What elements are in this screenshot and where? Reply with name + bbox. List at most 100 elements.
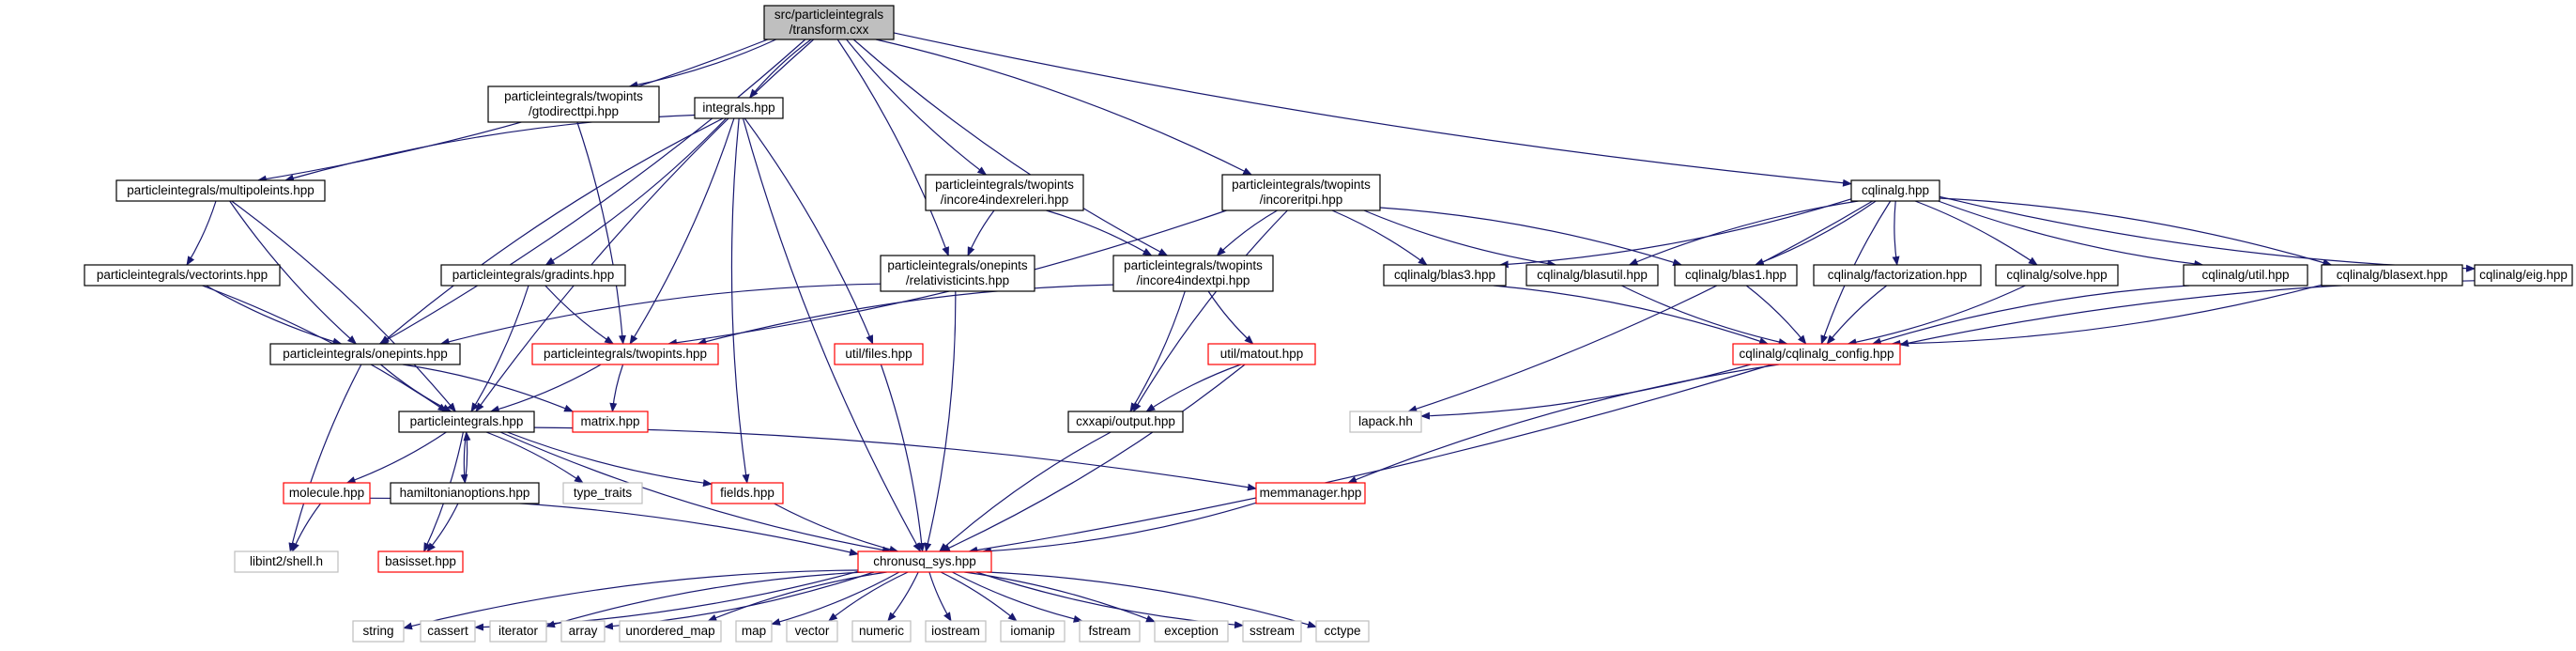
edge-cqlinalg-to-blasext <box>1939 197 2333 267</box>
edge-gradints-to-pihpp <box>470 285 529 412</box>
node-numeric-label: numeric <box>859 624 904 638</box>
node-onepints[interactable]: particleintegrals/onepints.hpp <box>269 343 461 365</box>
node-factorization[interactable]: cqlinalg/factorization.hpp <box>1813 264 1982 287</box>
node-multipole[interactable]: particleintegrals/multipoleints.hpp <box>115 179 326 202</box>
node-multipole-label: particleintegrals/multipoleints.hpp <box>127 183 314 197</box>
edge-incoreritpi-to-blas3 <box>1331 209 1428 266</box>
node-integrals[interactable]: integrals.hpp <box>694 97 784 119</box>
node-root[interactable]: src/particleintegrals/transform.cxx <box>763 5 895 40</box>
edge-vectorints-to-onepints <box>206 285 343 346</box>
node-molecule-box <box>283 482 371 504</box>
edge-incore4tpi-to-matout <box>1207 290 1254 345</box>
node-unordered_map-label: unordered_map <box>625 624 714 638</box>
edge-config-to-memmanager <box>1347 364 1779 484</box>
node-incore4rel[interactable]: particleintegrals/twopints/incore4indexr… <box>925 174 1084 211</box>
edge-multipole-to-pihpp <box>231 200 456 412</box>
node-blas1[interactable]: cqlinalg/blas1.hpp <box>1674 264 1798 287</box>
node-twopints[interactable]: particleintegrals/twopints.hpp <box>531 343 719 365</box>
node-molecule[interactable]: molecule.hpp <box>283 482 371 504</box>
node-fstream: fstream <box>1079 620 1141 643</box>
node-gtodirect[interactable]: particleintegrals/twopints/gtodirecttpi.… <box>487 85 660 123</box>
edge-chronusq-to-array <box>604 571 875 630</box>
edge-onepints-to-pihpp <box>380 364 452 412</box>
node-hamiltonian[interactable]: hamiltonianoptions.hpp <box>390 482 540 504</box>
node-fields[interactable]: fields.hpp <box>711 482 784 504</box>
node-gradints-box <box>440 264 626 287</box>
node-iostream-box <box>925 620 987 643</box>
node-basisset-label: basisset.hpp <box>385 554 456 568</box>
node-blas1-box <box>1674 264 1798 287</box>
node-basisset[interactable]: basisset.hpp <box>377 550 464 573</box>
node-cqlinalg[interactable]: cqlinalg.hpp <box>1850 179 1940 202</box>
node-config-box <box>1732 343 1901 365</box>
node-blasutil[interactable]: cqlinalg/blasutil.hpp <box>1526 264 1659 287</box>
edge-hamiltonian-to-pihpp <box>463 431 471 484</box>
node-gradints[interactable]: particleintegrals/gradints.hpp <box>440 264 626 287</box>
edge-pihpp-to-molecule <box>345 431 447 484</box>
node-memmanager-box <box>1255 482 1366 504</box>
node-incore4rel-box <box>925 174 1084 211</box>
node-output-label: cxxapi/output.hpp <box>1076 414 1175 428</box>
node-fstream-label: fstream <box>1088 624 1130 638</box>
edge-root-to-incore4rel <box>846 39 988 176</box>
edge-relints-to-onepints <box>439 283 882 346</box>
node-iomanip-label: iomanip <box>1010 624 1054 638</box>
node-solve[interactable]: cqlinalg/solve.hpp <box>1995 264 2119 287</box>
node-pihpp-label: particleintegrals.hpp <box>410 414 524 428</box>
node-relints[interactable]: particleintegrals/onepints/relativistici… <box>880 255 1035 292</box>
node-blas3[interactable]: cqlinalg/blas3.hpp <box>1383 264 1507 287</box>
node-incore4tpi[interactable]: particleintegrals/twopints/incore4indext… <box>1112 255 1274 292</box>
edge-incore4rel-to-incore4tpi <box>1046 209 1153 256</box>
node-fstream-box <box>1079 620 1141 643</box>
node-blasext[interactable]: cqlinalg/blasext.hpp <box>2321 264 2463 287</box>
node-matout-label: util/matout.hpp <box>1220 347 1304 361</box>
node-util[interactable]: cqlinalg/util.hpp <box>2183 264 2308 287</box>
edge-molecule-to-chronusq <box>369 497 859 556</box>
node-root-label: /transform.cxx <box>790 23 869 37</box>
node-eig[interactable]: cqlinalg/eig.hpp <box>2474 264 2573 287</box>
node-iostream-label: iostream <box>931 624 980 638</box>
edge-root-to-onepints <box>378 39 806 345</box>
edge-chronusq-to-iostream <box>928 571 952 622</box>
node-utilfiles[interactable]: util/files.hpp <box>834 343 924 365</box>
node-fields-label: fields.hpp <box>720 486 774 500</box>
edge-utilfiles-to-chronusq <box>880 364 926 552</box>
node-vectorints[interactable]: particleintegrals/vectorints.hpp <box>84 264 281 287</box>
edge-cqlinalg-to-solve <box>1914 200 2038 266</box>
node-typetraits-box <box>562 482 643 504</box>
node-matrix[interactable]: matrix.hpp <box>572 411 649 433</box>
edge-incoreritpi-to-output <box>1132 209 1288 412</box>
node-numeric-box <box>851 620 912 643</box>
node-exception-label: exception <box>1164 624 1219 638</box>
node-pihpp[interactable]: particleintegrals.hpp <box>398 411 535 433</box>
edge-chronusq-to-string <box>403 569 859 630</box>
node-string-label: string <box>362 624 393 638</box>
node-incoreritpi-box <box>1221 174 1381 211</box>
node-iostream: iostream <box>925 620 987 643</box>
node-iterator-box <box>489 620 547 643</box>
node-relints-label: /relativisticints.hpp <box>906 273 1009 287</box>
edge-pihpp-to-memmanager <box>533 426 1257 491</box>
edge-onepints-to-libint <box>288 364 362 552</box>
edge-root-to-incore4tpi <box>852 39 1169 256</box>
node-config[interactable]: cqlinalg/cqlinalg_config.hpp <box>1732 343 1901 365</box>
node-output[interactable]: cxxapi/output.hpp <box>1067 411 1184 433</box>
node-solve-label: cqlinalg/solve.hpp <box>2006 268 2107 282</box>
node-unordered_map-box <box>619 620 722 643</box>
node-gtodirect-label: /gtodirecttpi.hpp <box>529 104 619 118</box>
node-util-box <box>2183 264 2308 287</box>
node-memmanager[interactable]: memmanager.hpp <box>1255 482 1366 504</box>
edge-integrals-to-multipole <box>284 114 696 182</box>
node-chronusq[interactable]: chronusq_sys.hpp <box>857 550 992 573</box>
node-incoreritpi-label: particleintegrals/twopints <box>1232 178 1371 192</box>
edge-integrals-to-onepints <box>379 117 724 345</box>
node-lapack-label: lapack.hh <box>1358 414 1413 428</box>
node-incore4rel-label: particleintegrals/twopints <box>935 178 1074 192</box>
node-incoreritpi[interactable]: particleintegrals/twopints/incoreritpi.h… <box>1221 174 1381 211</box>
edge-chronusq-to-exception <box>964 571 1156 623</box>
edge-chronusq-to-cctype <box>987 571 1317 628</box>
edge-output-to-chronusq <box>939 431 1112 552</box>
node-matout[interactable]: util/matout.hpp <box>1207 343 1316 365</box>
edge-incore4tpi-to-twopints <box>697 284 1114 346</box>
